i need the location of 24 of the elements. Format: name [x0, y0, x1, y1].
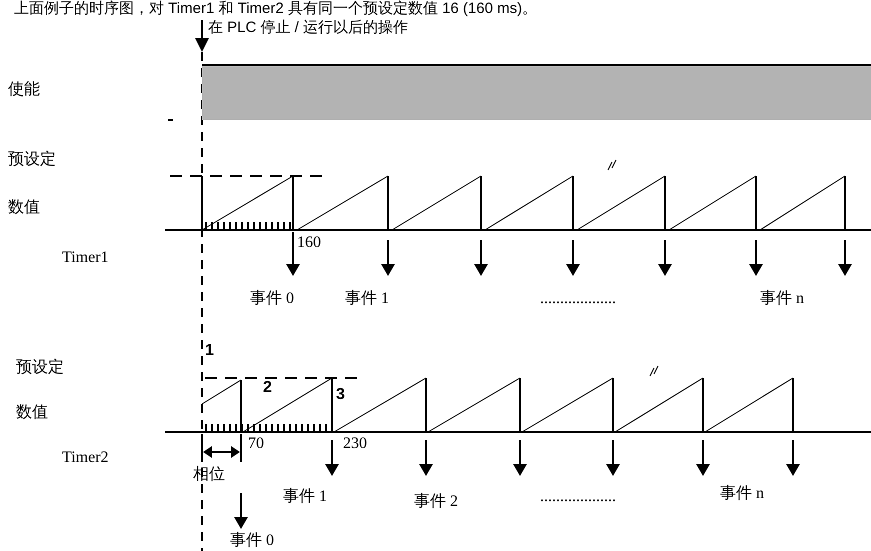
event-label: 事件 n: [760, 291, 804, 307]
time-value: 160: [297, 235, 321, 251]
event-label: 事件 2: [414, 494, 458, 510]
timer-label: Timer2: [62, 450, 109, 466]
title: 上面例子的时序图，对 Timer1 和 Timer2 具有同一个预设定数值 16 (160 ms)。: [14, 1, 538, 16]
signal-label: 使能: [8, 82, 40, 98]
event-label: 事件 n: [720, 486, 764, 502]
axis-label: 数值: [8, 200, 40, 216]
event-label: 事件 1: [283, 489, 327, 505]
timer-label: Timer1: [62, 250, 109, 266]
callout-number: 3: [336, 387, 345, 403]
axis-label: 预设定: [16, 360, 64, 376]
callout-number: 1: [205, 343, 214, 359]
ellipsis: ...................: [540, 489, 616, 505]
callout-number: 2: [263, 380, 272, 396]
time-value: 70: [248, 436, 264, 452]
time-value: 230: [343, 436, 367, 452]
event-label: 事件 1: [345, 291, 389, 307]
event-label: 事件 0: [230, 533, 274, 549]
annotation: 在 PLC 停止 / 运行以后的操作: [208, 20, 408, 35]
ellipsis: ...................: [540, 291, 616, 307]
axis-label: 数值: [16, 405, 48, 421]
event-label: 事件 0: [250, 291, 294, 307]
axis-label: 预设定: [8, 152, 56, 168]
